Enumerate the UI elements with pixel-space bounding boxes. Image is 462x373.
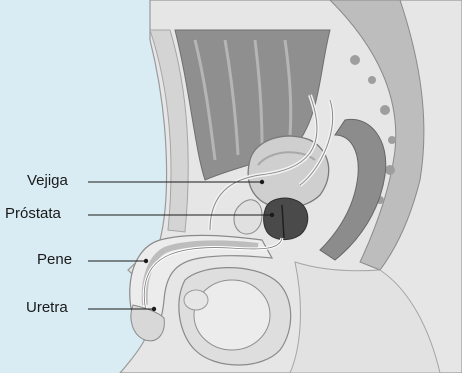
urethra-leader-dot (152, 307, 156, 311)
penis-label: Pene (37, 252, 72, 268)
prostate-label: Próstata (5, 206, 61, 222)
testis (194, 280, 270, 350)
bladder (248, 136, 329, 208)
penis-leader-dot (144, 259, 148, 263)
prostate-leader-dot (270, 213, 274, 217)
bladder-leader-dot (260, 180, 264, 184)
urethra-label: Uretra (26, 300, 68, 316)
prostate (264, 198, 308, 239)
bladder-label: Vejiga (27, 173, 68, 189)
